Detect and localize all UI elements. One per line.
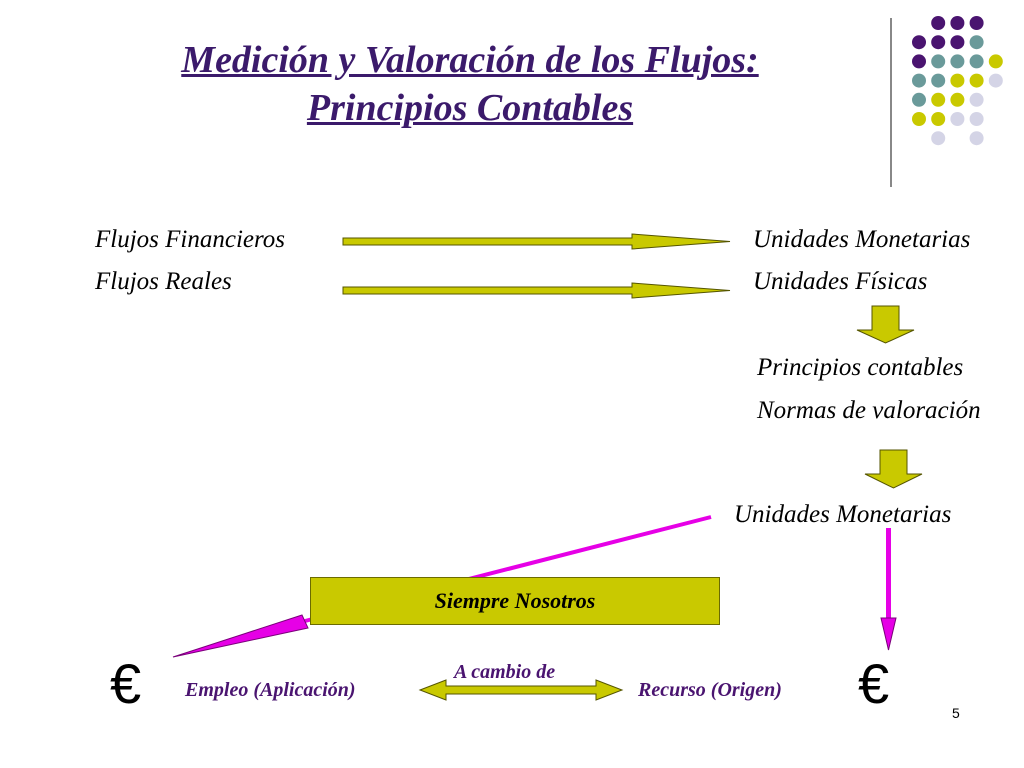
title-line-2: Principios Contables: [306, 87, 634, 129]
decorative-dot: [950, 16, 965, 30]
euro-right-icon: €: [858, 652, 890, 715]
decorative-dot: [912, 54, 926, 69]
decorative-dot: [969, 92, 984, 107]
label-flujos-financieros: Flujos Financieros: [95, 226, 286, 253]
decorative-dot: [988, 73, 1003, 88]
label-flujos-reales: Flujos Reales: [95, 268, 232, 295]
decorative-dot: [931, 35, 946, 50]
decorative-dot: [912, 112, 926, 126]
label-unidades-monetarias-top: Unidades Monetarias: [753, 226, 971, 253]
exchange-double-arrow: [418, 679, 624, 701]
decorative-dot: [969, 131, 984, 146]
flow-arrow-reales: [342, 282, 731, 299]
decorative-dot: [931, 73, 946, 88]
title-line-1: Medición y Valoración de los Flujos:: [181, 39, 759, 81]
down-block-arrow-1: [856, 305, 915, 344]
decorative-dot: [950, 92, 965, 107]
page-number: 5: [952, 705, 960, 721]
label-a-cambio-de: A cambio de: [454, 661, 556, 683]
down-block-arrow-2: [864, 449, 923, 489]
decorative-dot: [969, 16, 984, 30]
decorative-dot: [912, 73, 926, 88]
magenta-down-arrow: [880, 528, 897, 651]
siempre-nosotros-box: Siempre Nosotros: [310, 577, 720, 625]
decorative-dot: [969, 54, 984, 69]
label-unidades-monetarias-result: Unidades Monetarias: [734, 501, 952, 528]
label-unidades-fisicas: Unidades Físicas: [753, 268, 928, 295]
decorative-dot: [950, 35, 965, 50]
decorative-dot: [969, 35, 984, 50]
decorative-dot: [969, 73, 984, 88]
decorative-dot: [931, 131, 946, 146]
decorative-dot: [912, 35, 926, 50]
decorative-dot: [912, 92, 926, 107]
decorative-dot: [950, 54, 965, 69]
decorative-dot: [969, 112, 984, 126]
label-normas-valoracion: Normas de valoración: [757, 397, 981, 424]
label-empleo: Empleo (Aplicación): [185, 679, 356, 701]
decorative-dot: [931, 54, 946, 69]
label-recurso: Recurso (Origen): [638, 679, 782, 701]
decorative-dot-grid: [912, 16, 1003, 146]
slide-title: Medición y Valoración de los Flujos: Pri…: [100, 36, 840, 132]
decorative-dot: [931, 92, 946, 107]
flow-arrow-financieros: [342, 233, 731, 250]
decorative-dot: [950, 73, 965, 88]
decorative-dot: [931, 112, 946, 126]
decorative-dot: [988, 54, 1003, 69]
euro-left-icon: €: [110, 652, 142, 715]
siempre-nosotros-label: Siempre Nosotros: [434, 588, 596, 613]
decorative-dot: [931, 16, 946, 30]
label-principios-contables: Principios contables: [757, 354, 964, 381]
decorative-dot: [950, 112, 965, 126]
